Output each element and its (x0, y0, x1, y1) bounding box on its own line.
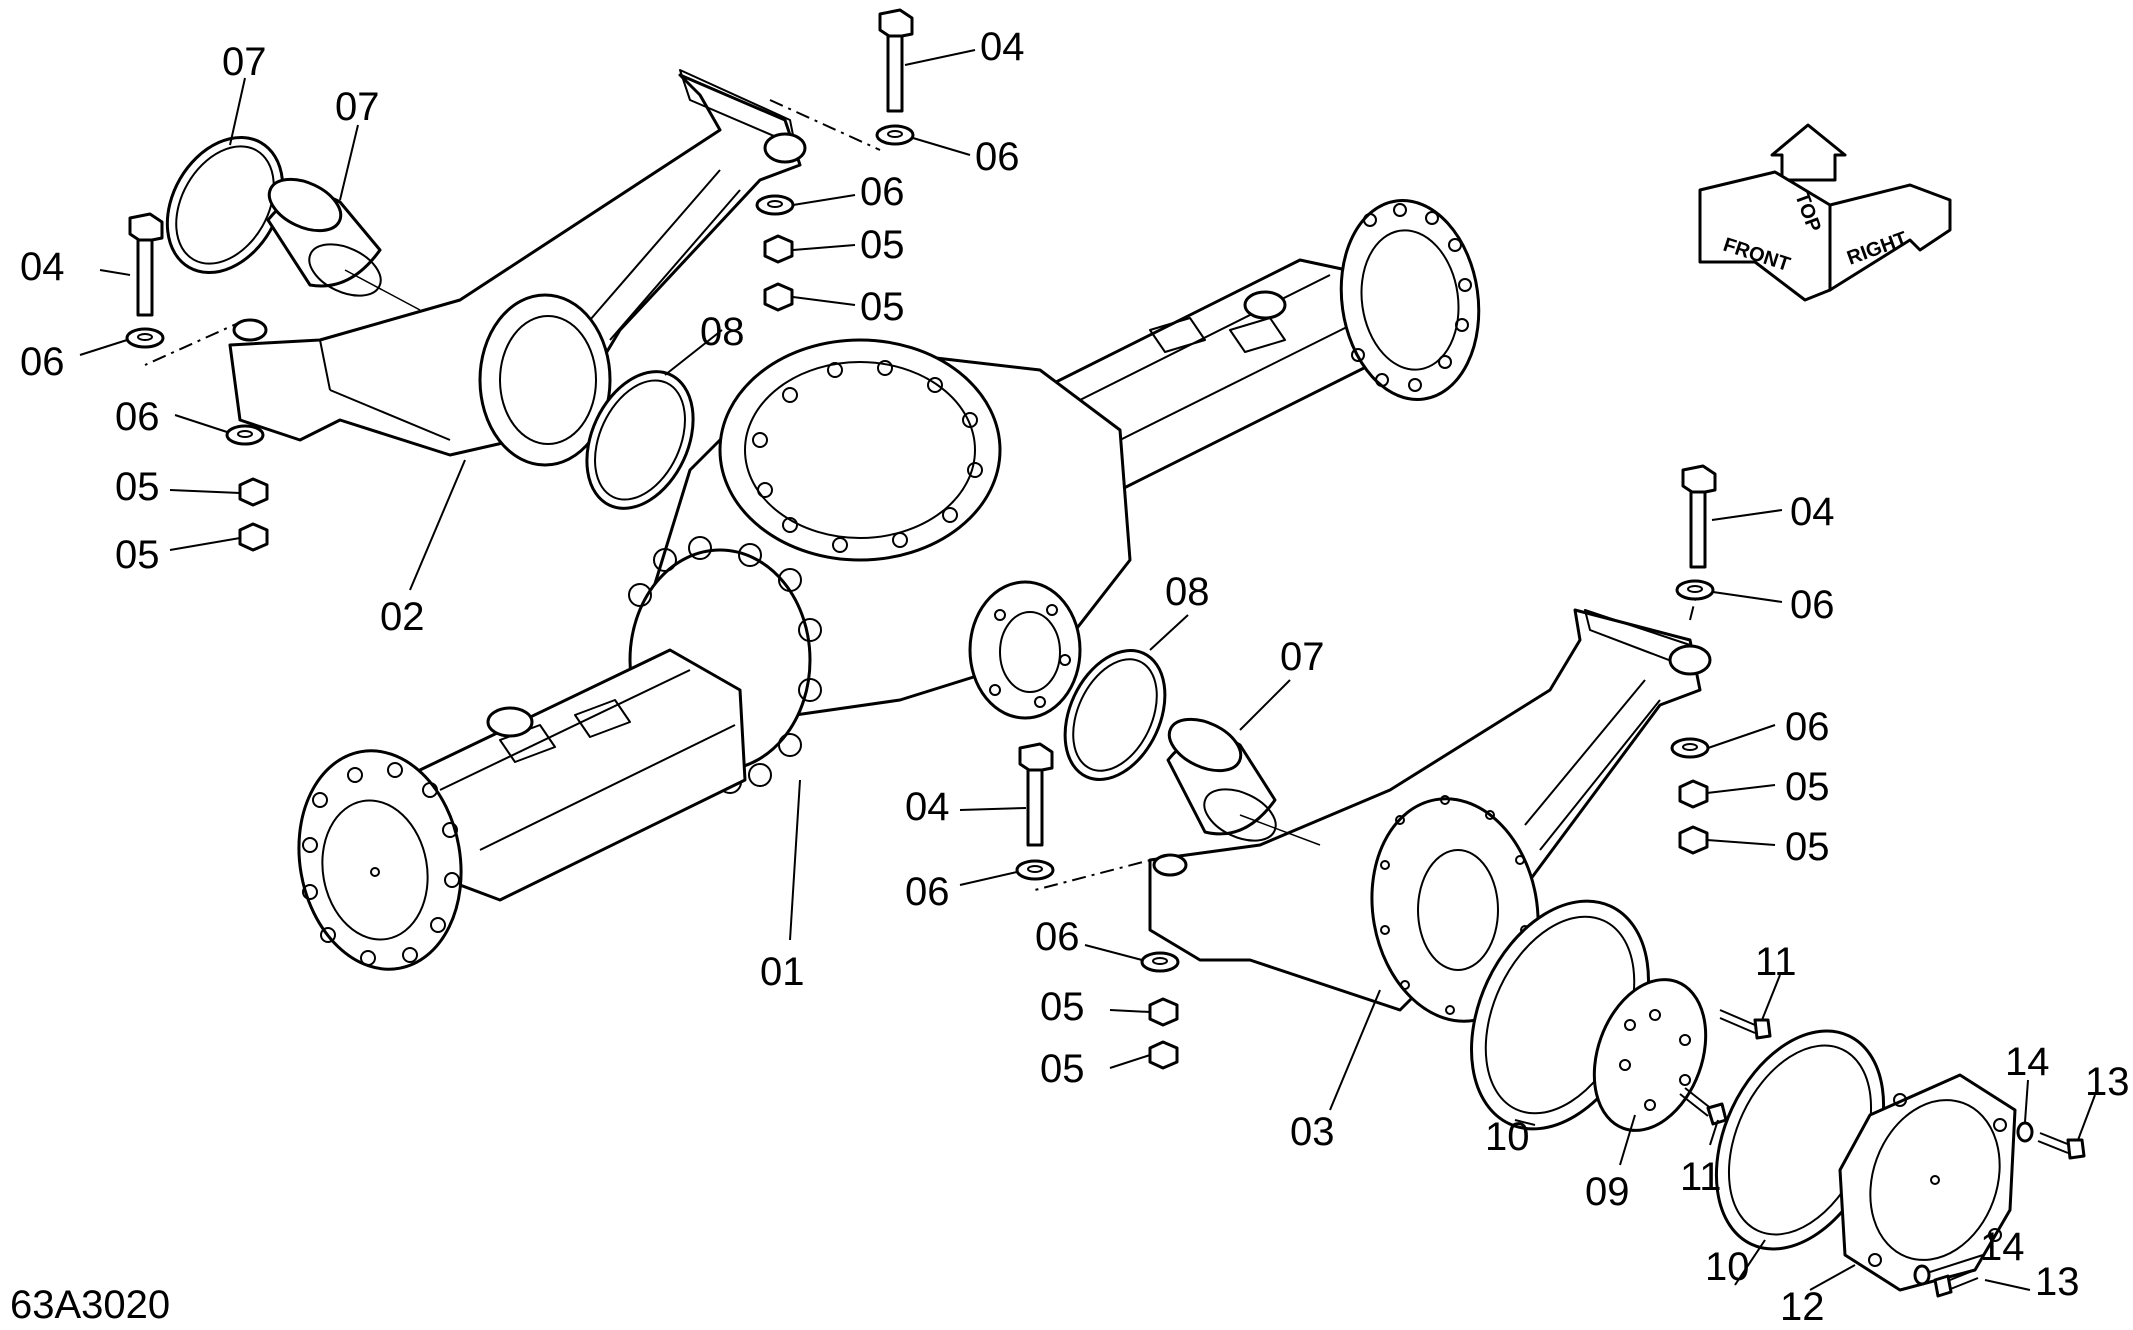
callout-10: 10 (1705, 1245, 1750, 1289)
bolt-04-right (1681, 464, 1717, 569)
orientation-symbol: FRONT TOP RIGHT (1698, 123, 1952, 302)
callout-14: 14 (1980, 1225, 2025, 1269)
callout-08: 08 (1165, 570, 1210, 614)
callout-14: 14 (2005, 1040, 2050, 1084)
bolts-13 (1933, 1132, 2086, 1298)
bolt-04-lower-center (1018, 742, 1054, 847)
callout-03: 03 (1290, 1110, 1335, 1154)
callout-06: 06 (115, 395, 160, 439)
callout-07: 07 (1280, 635, 1325, 679)
drawing-code: 63A3020 (10, 1283, 170, 1327)
callout-06: 06 (905, 870, 950, 914)
bushing-07-left (266, 177, 382, 297)
callout-13: 13 (2085, 1060, 2130, 1104)
callout-09: 09 (1585, 1170, 1630, 1214)
leader-lines (79, 49, 2096, 1291)
callout-01: 01 (760, 950, 805, 994)
callout-04: 04 (980, 25, 1025, 69)
washers-14 (1913, 1121, 2034, 1286)
callout-11: 11 (1755, 940, 1797, 984)
bolts-11 (1679, 1009, 1772, 1126)
end-cover-12 (1838, 1073, 2017, 1292)
bolt-04-top-center (878, 8, 914, 113)
callout-04: 04 (1790, 490, 1835, 534)
retainer-plate-09 (1592, 978, 1708, 1132)
nuts-05 (238, 234, 1709, 1070)
callout-labels: 07 07 04 06 06 05 05 04 06 06 05 05 08 0… (20, 25, 2130, 1329)
seal-ring-08-upper-left (165, 135, 285, 275)
callout-05: 05 (115, 533, 160, 577)
callout-05: 05 (860, 223, 905, 267)
callout-04: 04 (905, 785, 950, 829)
seal-ring-08-center-left (585, 370, 695, 510)
callout-11: 11 (1680, 1155, 1722, 1199)
callout-13: 13 (2035, 1260, 2080, 1304)
callout-05: 05 (1040, 1047, 1085, 1091)
assembly-lines (144, 99, 1696, 891)
callout-05: 05 (1785, 765, 1830, 809)
callout-10: 10 (1485, 1115, 1530, 1159)
callout-12: 12 (1780, 1285, 1825, 1329)
callout-07: 07 (335, 85, 380, 129)
callout-06: 06 (1035, 915, 1080, 959)
callout-06: 06 (975, 135, 1020, 179)
callout-02: 02 (380, 595, 425, 639)
axle-housing-01 (297, 199, 1481, 971)
axle-mount-bracket-02 (228, 69, 807, 467)
callout-05: 05 (1040, 985, 1085, 1029)
bushing-07-right (1166, 717, 1277, 842)
callout-06: 06 (860, 170, 905, 214)
bolt-04-upper-left (128, 212, 164, 317)
callout-06: 06 (20, 340, 65, 384)
callout-08: 07 (222, 40, 267, 84)
callout-04: 04 (20, 245, 65, 289)
callout-05: 05 (1785, 825, 1830, 869)
seal-ring-08-center-right (1063, 649, 1167, 781)
callout-06: 06 (1790, 583, 1835, 627)
callout-05: 05 (115, 465, 160, 509)
callout-08: 08 (700, 310, 745, 354)
callout-06: 06 (1785, 705, 1830, 749)
callout-05: 05 (860, 285, 905, 329)
